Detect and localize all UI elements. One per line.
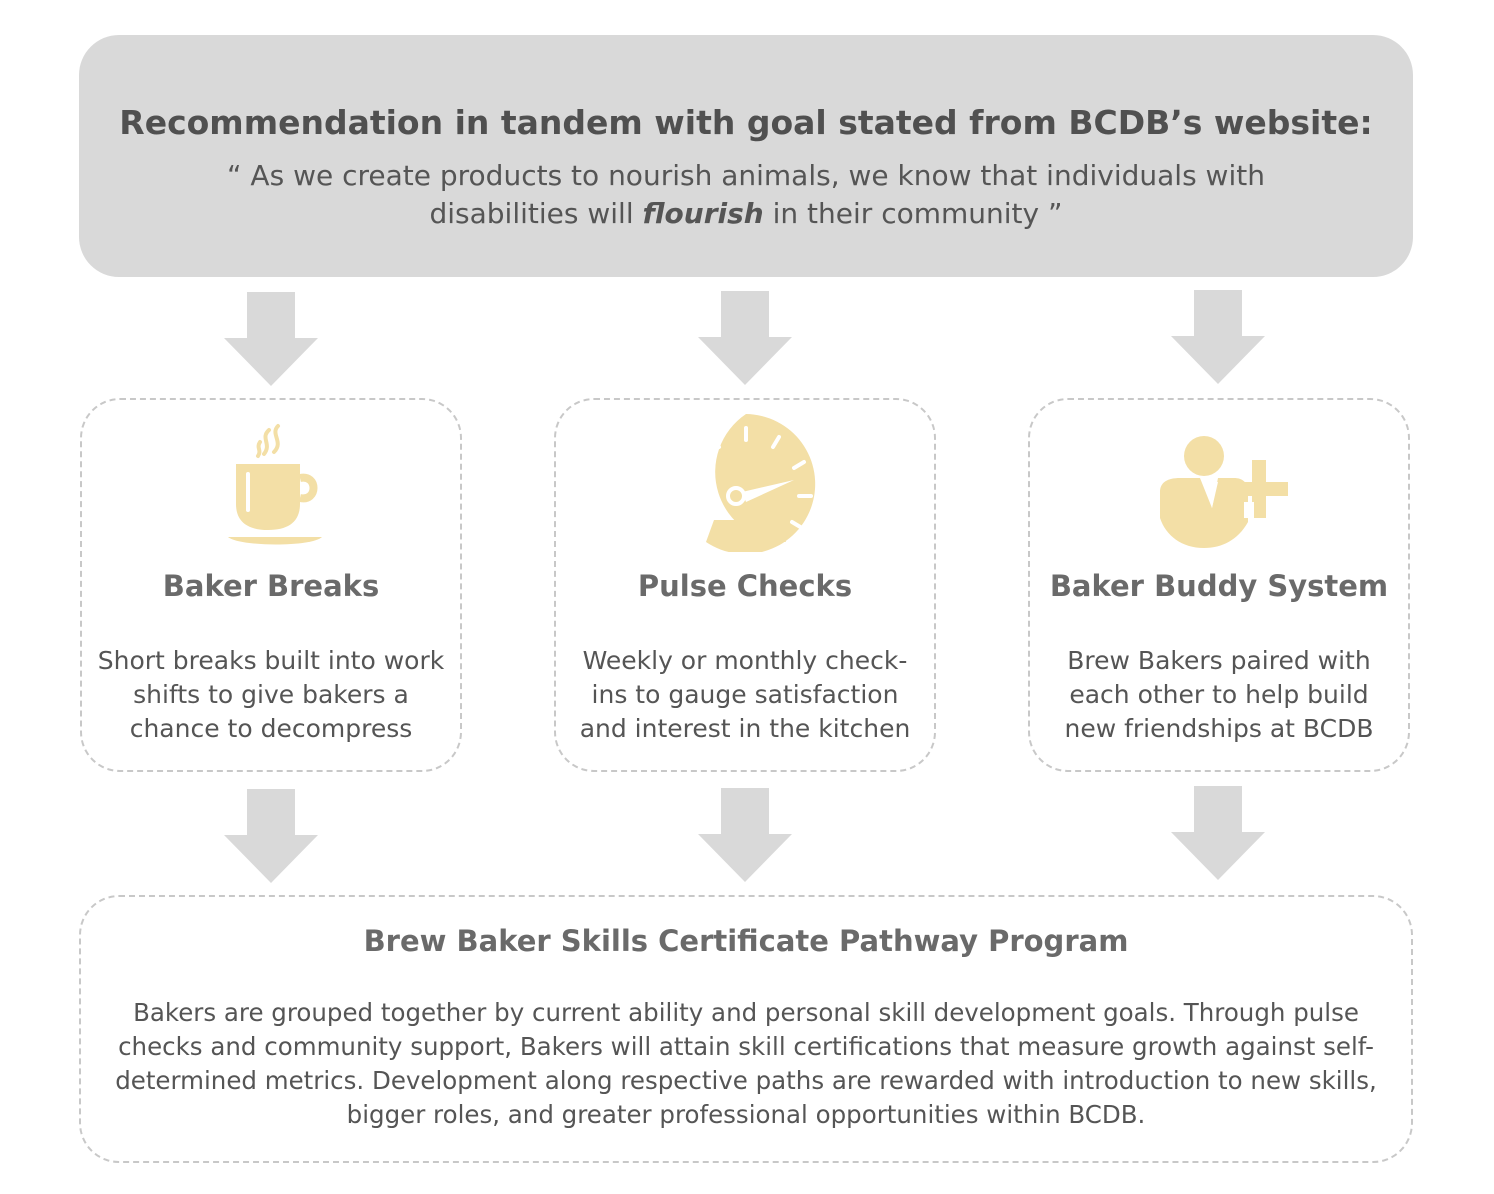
program-title: Brew Baker Skills Certificate Pathway Pr…: [363, 924, 1129, 958]
mission-quote: “ As we create products to nourish anima…: [169, 157, 1323, 233]
card-title: Pulse Checks: [637, 569, 853, 603]
coffee-cup-icon: [228, 424, 322, 545]
down-arrow-icon: [1171, 786, 1265, 880]
program-description: Bakers are grouped together by current a…: [115, 998, 1377, 1129]
card-title: Baker Breaks: [162, 569, 380, 603]
banner-title: Recommendation in tandem with goal state…: [119, 103, 1373, 142]
card-pulse-checks: Pulse Checks Weekly or monthly check-ins…: [554, 398, 936, 772]
card-description: Brew Bakers paired with each other to he…: [1064, 646, 1374, 743]
program-box: Brew Baker Skills Certificate Pathway Pr…: [79, 895, 1413, 1163]
goal-banner: Recommendation in tandem with goal state…: [79, 35, 1413, 277]
quote-emphasis: flourish: [642, 197, 764, 230]
card-baker-buddy-system: Baker Buddy System Brew Bakers paired wi…: [1028, 398, 1410, 772]
down-arrow-icon: [698, 291, 792, 385]
card-baker-breaks: Baker Breaks Short breaks built into wor…: [80, 398, 462, 772]
down-arrow-icon: [224, 292, 318, 386]
down-arrow-icon: [224, 789, 318, 883]
quote-text-start: “ As we create products to nourish anima…: [227, 159, 1265, 230]
add-person-icon: [1160, 436, 1288, 548]
card-description: Short breaks built into work shifts to g…: [97, 646, 445, 743]
down-arrow-icon: [698, 788, 792, 882]
card-title: Baker Buddy System: [1049, 569, 1389, 603]
quote-text-end: in their community ”: [763, 197, 1063, 230]
speedometer-gauge-icon: [679, 414, 816, 552]
card-description: Weekly or monthly check-ins to gauge sat…: [579, 646, 911, 743]
down-arrow-icon: [1171, 290, 1265, 384]
